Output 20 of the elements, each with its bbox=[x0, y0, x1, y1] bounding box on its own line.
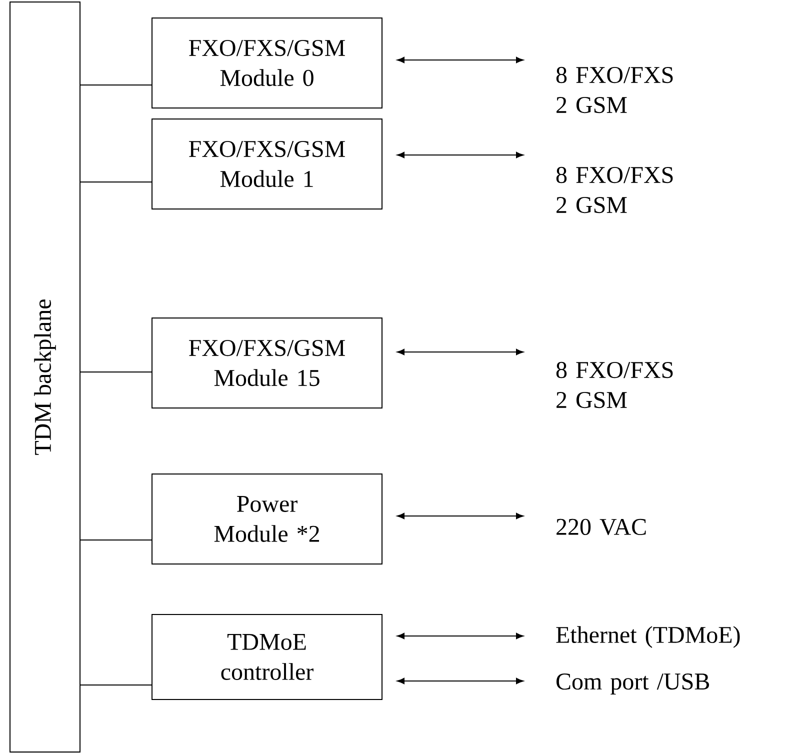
connector-line bbox=[80, 684, 152, 686]
port-label: Com port /USB bbox=[556, 674, 710, 695]
double-arrow bbox=[397, 56, 524, 64]
double-arrow bbox=[397, 348, 524, 356]
module-box: Power Module *2 bbox=[152, 474, 382, 564]
module-box: FXO/FXS/GSM Module 1 bbox=[152, 118, 382, 210]
port-label: 8 FXO/FXS 2 GSM bbox=[556, 362, 673, 408]
port-label: 8 FXO/FXS 2 GSM bbox=[556, 166, 673, 214]
module-box: FXO/FXS/GSM Module 15 bbox=[152, 318, 382, 408]
port-label: Ethernet (TDMoE) bbox=[556, 626, 740, 648]
double-arrow bbox=[397, 632, 524, 640]
connector-line bbox=[80, 84, 152, 86]
double-arrow bbox=[397, 512, 524, 520]
module-box: TDMoE controller bbox=[152, 614, 382, 700]
module-box: FXO/FXS/GSM Module 0 bbox=[152, 18, 382, 108]
backplane-bar: TDM backplane bbox=[10, 2, 80, 752]
double-arrow bbox=[397, 152, 524, 158]
port-label: 8 FXO/FXS 2 GSM bbox=[556, 66, 673, 114]
double-arrow bbox=[397, 678, 524, 684]
port-label: 220 VAC bbox=[556, 518, 646, 536]
